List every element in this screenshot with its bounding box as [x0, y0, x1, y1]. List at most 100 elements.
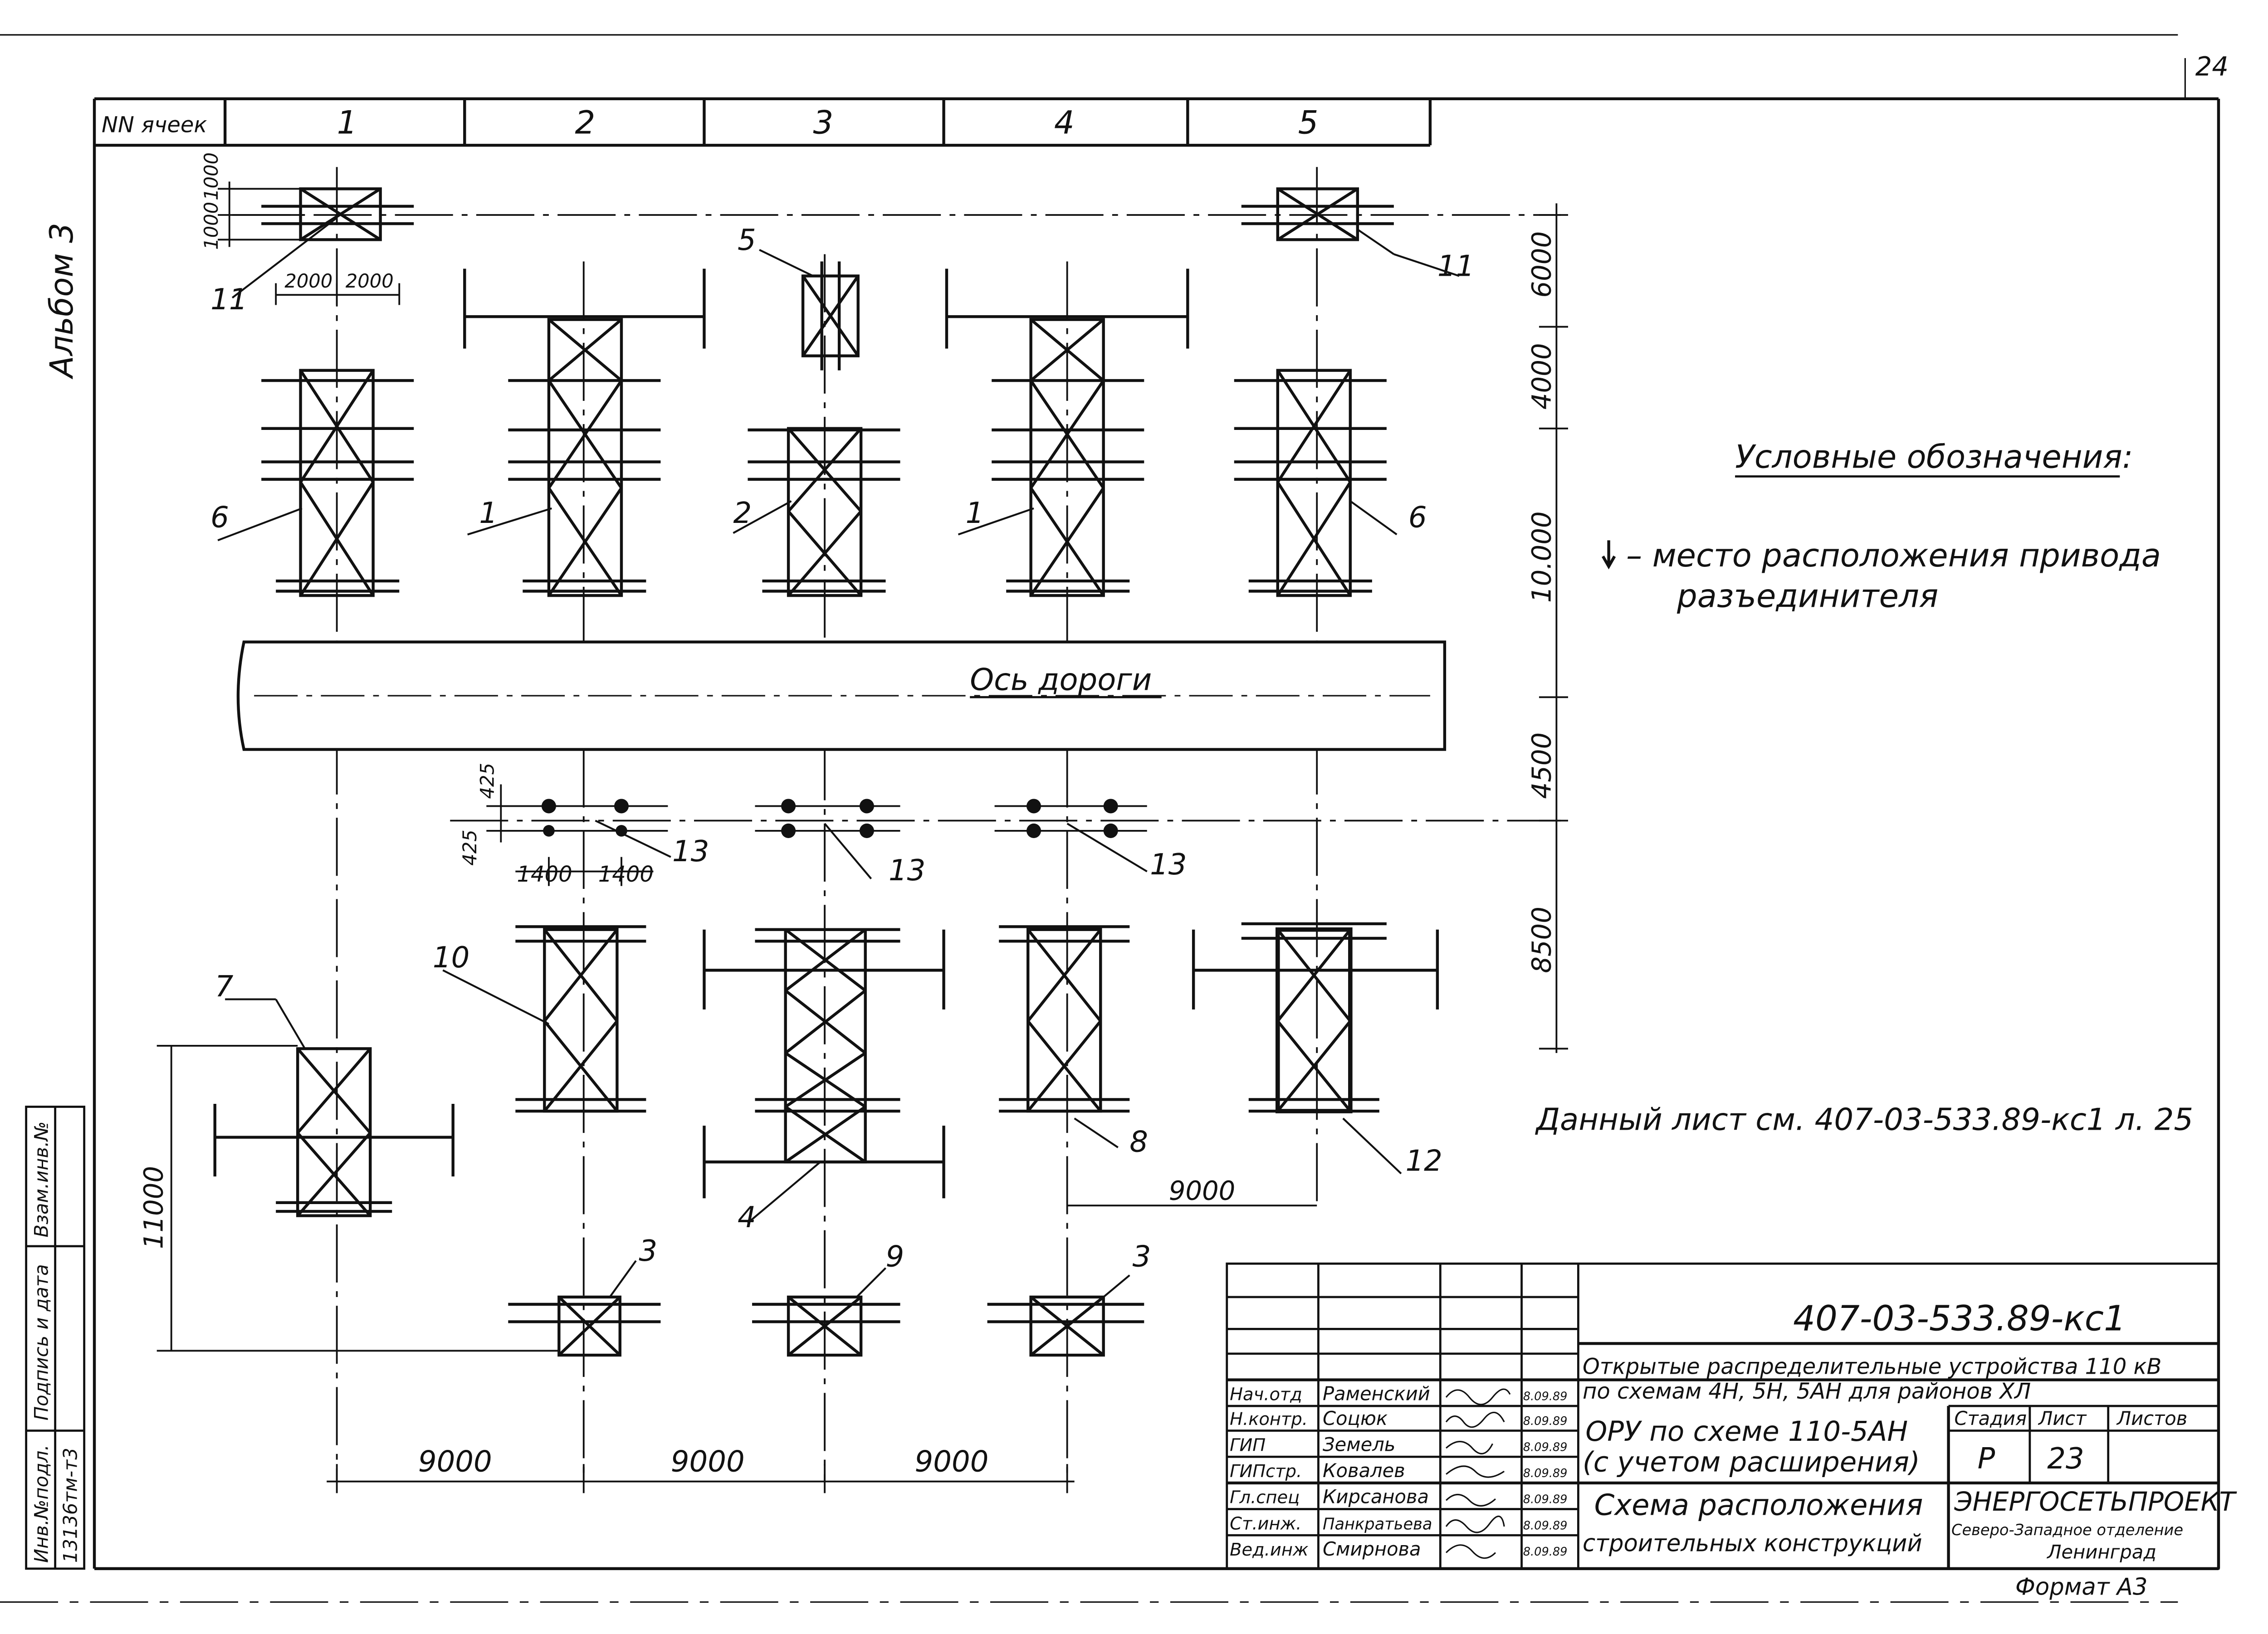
subtitle-line-1: ОРУ по схеме 110-5АН [1585, 1416, 1908, 1448]
structure-8 [999, 925, 1130, 1113]
staff-name-4: Ковалев [1323, 1459, 1405, 1482]
cell-number-4: 4 [1054, 104, 1075, 141]
cell-number-2: 2 [575, 104, 596, 141]
dim-9000-bottom-2: 9000 [671, 1445, 745, 1478]
staff-name-7: Смирнова [1323, 1538, 1421, 1560]
structure-12 [1192, 922, 1439, 1113]
stage-label: Стадия [1954, 1407, 2027, 1429]
dim-8500: 8500 [1527, 907, 1557, 973]
callout-6-left: 6 [210, 501, 229, 535]
legend-line-2: разъединителя [1677, 578, 1938, 615]
callout-9: 9 [886, 1240, 904, 1274]
road [236, 640, 1447, 751]
dim-4000: 4000 [1527, 343, 1557, 410]
structure-2 [748, 427, 900, 597]
structure-6-right [1234, 369, 1387, 597]
legend-line-1: – место расположения привода [1626, 537, 2161, 574]
posts-13 [486, 799, 1147, 838]
staff-date-2: 8.09.89 [1523, 1415, 1568, 1428]
dim-9000-right: 9000 [1169, 1176, 1236, 1206]
staff-role-5: Гл.спец [1230, 1488, 1300, 1508]
staff-name-6: Панкратьева [1323, 1515, 1432, 1533]
title-block-grid [1226, 1262, 2220, 1570]
callout-13-b: 13 [889, 854, 925, 888]
staff-role-4: ГИПстр. [1230, 1461, 1302, 1482]
structure-7 [213, 1047, 455, 1217]
title-block-code: 407-03-533.89-кс1 [1793, 1299, 2126, 1339]
structure-1-right [945, 268, 1189, 597]
dim-2000-left: 2000 [284, 270, 332, 292]
side-stamp-inv-label: Инв.№подл. [30, 1444, 53, 1563]
callout-1-right: 1 [966, 497, 984, 530]
stage-value: Р [1978, 1442, 1995, 1476]
dim-9000-bottom-3: 9000 [915, 1445, 989, 1478]
callout-11-right: 11 [1437, 249, 1474, 283]
callout-11-left: 11 [210, 283, 247, 317]
album-label: Альбом 3 [43, 223, 80, 380]
signature-marks [1445, 1388, 1511, 1559]
side-stamp-sign-label: Подпись и дата [30, 1264, 53, 1420]
dimension-lines [156, 181, 1568, 1493]
staff-rows: Нач.отд Раменский 8.09.89 Н.контр. Соцюк… [1230, 1382, 1567, 1560]
staff-date-1: 8.09.89 [1523, 1390, 1568, 1403]
structure-10 [515, 925, 646, 1113]
support-9 [752, 1295, 900, 1357]
staff-role-7: Вед.инж [1230, 1540, 1309, 1560]
callout-2: 2 [733, 497, 752, 530]
staff-date-5: 8.09.89 [1523, 1493, 1568, 1507]
reference-note: Данный лист см. 407-03-533.89-кс1 л. 25 [1535, 1102, 2194, 1137]
project-title-line-1: Открытые распределительные устройства 11… [1583, 1354, 2162, 1380]
dim-1000-bottom: 1000 [200, 202, 222, 250]
cell-axes [232, 167, 1561, 1482]
dim-1400-right: 1400 [598, 862, 654, 887]
staff-date-6: 8.09.89 [1523, 1519, 1568, 1532]
callout-3-right: 3 [1133, 1240, 1151, 1274]
sheet-value: 23 [2047, 1442, 2084, 1476]
sheet-title-line-2: строительных конструкций [1583, 1530, 1922, 1557]
support-3-left [508, 1295, 661, 1357]
structure-6-left [261, 369, 414, 597]
support-3-right [987, 1295, 1144, 1357]
callout-5: 5 [738, 224, 756, 257]
side-stamp [25, 1106, 86, 1570]
road-axis-label: Ось дороги [970, 662, 1152, 697]
staff-name-2: Соцюк [1323, 1407, 1388, 1429]
legend-title: Условные обозначения: [1735, 438, 2133, 475]
support-11-left [261, 187, 414, 241]
structure-4 [703, 928, 945, 1199]
subtitle-line-2: (с учетом расширения) [1583, 1446, 1920, 1478]
cells-header-label: NN ячеек [102, 112, 207, 137]
dim-10000: 10.000 [1527, 511, 1557, 603]
structure-1-left [463, 268, 706, 597]
cells-header [94, 98, 1432, 147]
cell-number-5: 5 [1298, 104, 1319, 141]
dim-1000-top: 1000 [200, 152, 222, 200]
org-branch: Северо-Западное отделение [1951, 1521, 2183, 1539]
callout-13-a: 13 [672, 835, 709, 868]
sheet-label: Лист [2038, 1407, 2087, 1429]
staff-date-3: 8.09.89 [1523, 1440, 1568, 1454]
callout-13-c: 13 [1150, 848, 1187, 882]
dim-2000-right: 2000 [346, 270, 394, 292]
dim-9000-bottom-1: 9000 [418, 1445, 492, 1478]
dim-1400-left: 1400 [517, 862, 572, 887]
callout-4: 4 [738, 1201, 756, 1234]
support-5 [801, 261, 860, 371]
staff-role-3: ГИП [1230, 1435, 1266, 1455]
callout-1-left: 1 [479, 497, 498, 530]
callout-7: 7 [215, 970, 234, 1004]
sheet-title-line-1: Схема расположения [1594, 1488, 1923, 1522]
callout-3-left: 3 [639, 1234, 657, 1268]
sheets-label: Листов [2116, 1407, 2187, 1429]
org-city: Ленинград [2046, 1541, 2156, 1563]
staff-name-1: Раменский [1323, 1382, 1430, 1405]
dim-11000: 11000 [139, 1166, 169, 1249]
dim-425-bottom: 425 [459, 829, 481, 865]
callout-leaders [217, 217, 1460, 1298]
callout-10: 10 [433, 941, 469, 975]
callout-12: 12 [1405, 1144, 1442, 1178]
sheet-number: 24 [2195, 52, 2229, 82]
staff-role-1: Нач.отд [1230, 1384, 1302, 1405]
dim-4500: 4500 [1527, 732, 1557, 799]
